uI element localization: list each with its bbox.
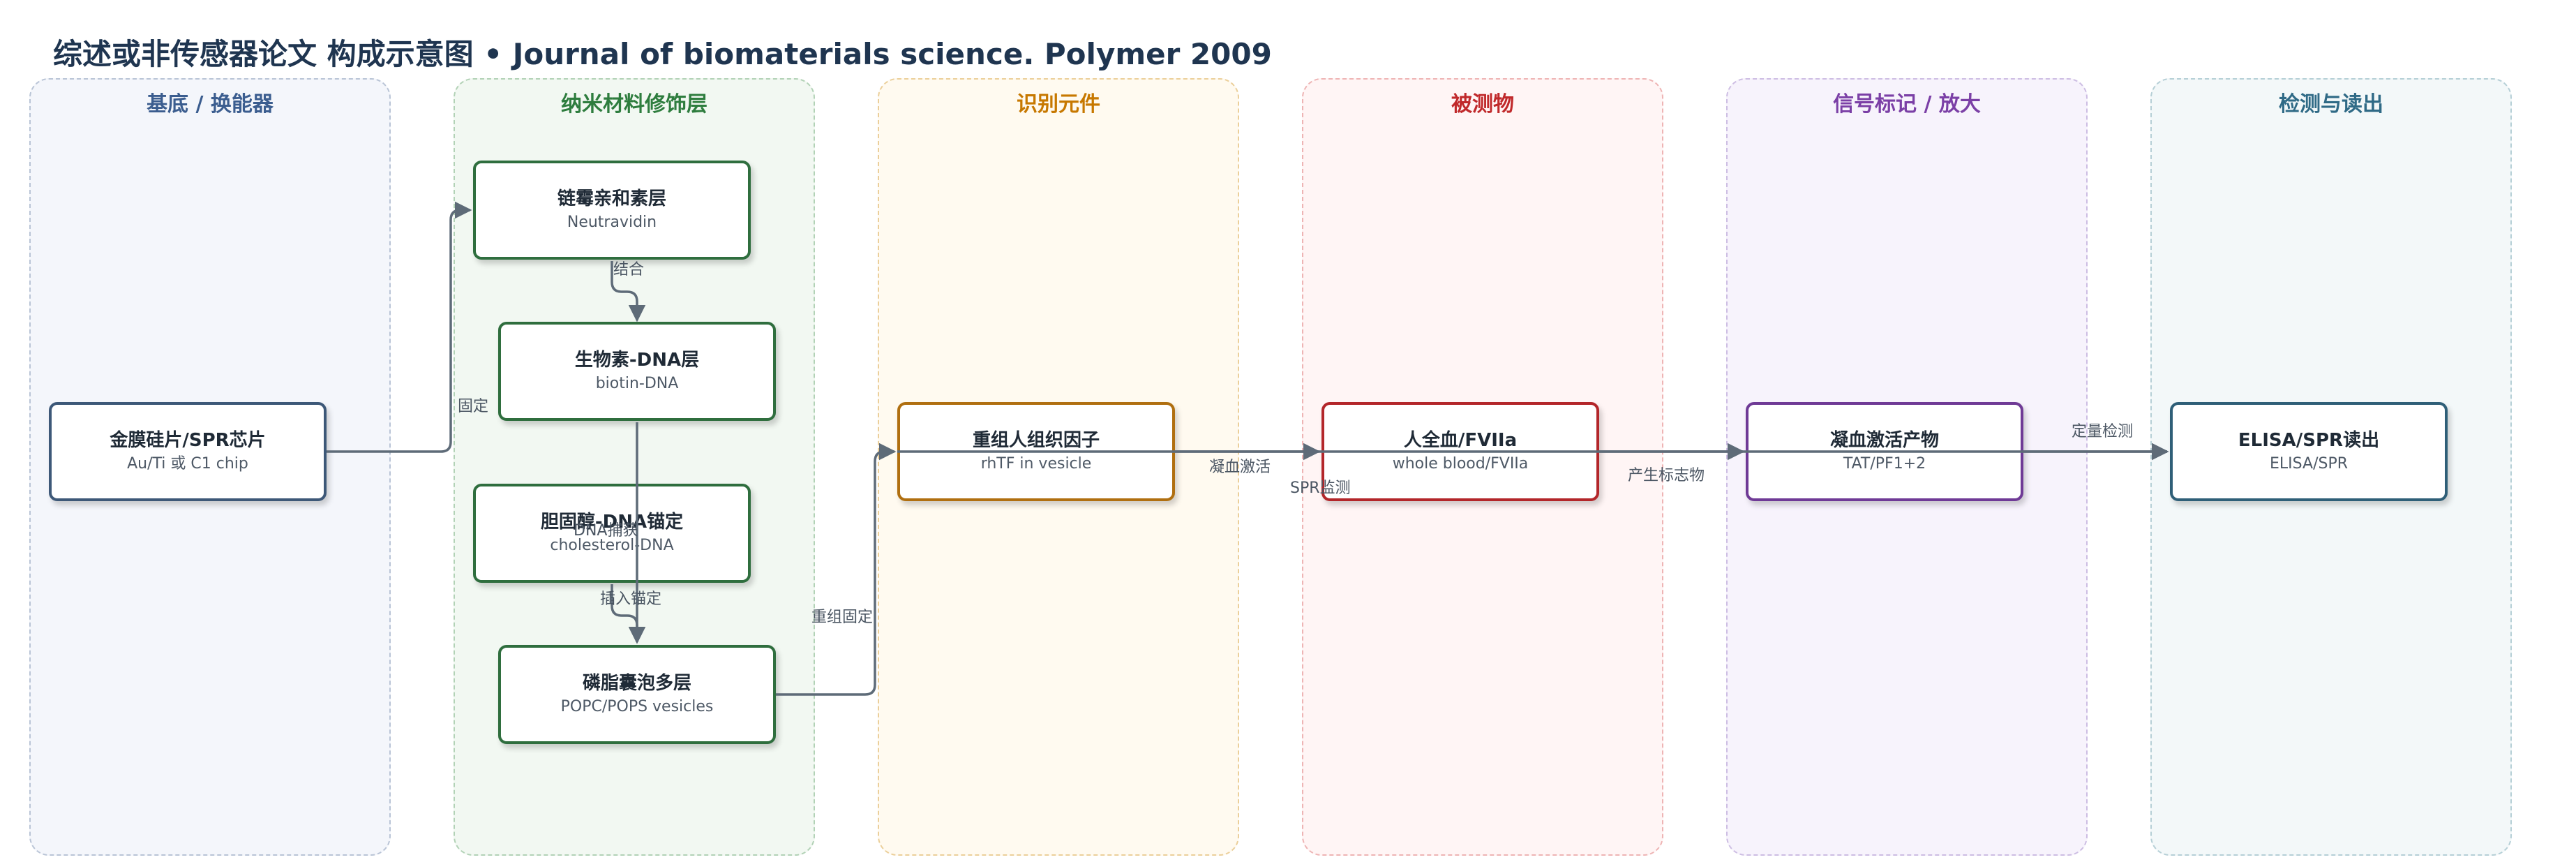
node-cholesterol-title: 胆固醇-DNA锚定 bbox=[540, 512, 684, 533]
lane-title-signal: 信号标记 / 放大 bbox=[1833, 92, 1981, 117]
node-vesicle[interactable]: 磷脂囊泡多层 POPC/POPS vesicles bbox=[498, 645, 776, 744]
node-readout-sub: ELISA/SPR bbox=[2270, 455, 2348, 473]
node-rhtf[interactable]: 重组人组织因子 rhTF in vesicle bbox=[897, 402, 1175, 501]
lane-title-analyte: 被测物 bbox=[1451, 92, 1514, 117]
lane-title-substrate: 基底 / 换能器 bbox=[147, 92, 274, 117]
node-neutravidin-title: 链霉亲和素层 bbox=[557, 188, 666, 209]
node-blood-title: 人全血/FVIIa bbox=[1403, 430, 1518, 451]
node-rhtf-sub: rhTF in vesicle bbox=[980, 455, 1092, 473]
node-neutravidin[interactable]: 链霉亲和素层 Neutravidin bbox=[473, 161, 751, 260]
node-chip[interactable]: 金膜硅片/SPR芯片 Au/Ti 或 C1 chip bbox=[49, 402, 327, 501]
node-cholesterol[interactable]: 胆固醇-DNA锚定 cholesterol-DNA bbox=[473, 484, 751, 583]
node-neutravidin-sub: Neutravidin bbox=[567, 214, 657, 231]
node-biotin[interactable]: 生物素-DNA层 biotin-DNA bbox=[498, 322, 776, 421]
node-chip-sub: Au/Ti 或 C1 chip bbox=[127, 455, 248, 473]
lane-title-recognition: 识别元件 bbox=[1017, 92, 1100, 117]
node-vesicle-sub: POPC/POPS vesicles bbox=[560, 698, 714, 715]
edge-label-recombinant-fix: 重组固定 bbox=[811, 609, 873, 626]
node-blood[interactable]: 人全血/FVIIa whole blood/FVIIa bbox=[1321, 402, 1599, 501]
node-readout[interactable]: ELISA/SPR读出 ELISA/SPR bbox=[2170, 402, 2448, 501]
node-chip-title: 金膜硅片/SPR芯片 bbox=[110, 430, 266, 451]
node-rhtf-title: 重组人组织因子 bbox=[972, 430, 1100, 451]
node-product-sub: TAT/PF1+2 bbox=[1843, 455, 1926, 473]
node-blood-sub: whole blood/FVIIa bbox=[1392, 455, 1529, 473]
node-readout-title: ELISA/SPR读出 bbox=[2238, 430, 2380, 451]
node-product-title: 凝血激活产物 bbox=[1829, 430, 1939, 451]
node-cholesterol-sub: cholesterol-DNA bbox=[550, 537, 674, 554]
node-biotin-title: 生物素-DNA层 bbox=[574, 350, 700, 371]
node-biotin-sub: biotin-DNA bbox=[595, 375, 679, 392]
page-title: 综述或非传感器论文 构成示意图 • Journal of biomaterial… bbox=[53, 37, 1272, 71]
node-product[interactable]: 凝血激活产物 TAT/PF1+2 bbox=[1746, 402, 2023, 501]
node-vesicle-title: 磷脂囊泡多层 bbox=[582, 673, 691, 694]
lane-title-nanomaterial: 纳米材料修饰层 bbox=[561, 92, 707, 117]
lane-title-readout: 检测与读出 bbox=[2279, 92, 2383, 117]
